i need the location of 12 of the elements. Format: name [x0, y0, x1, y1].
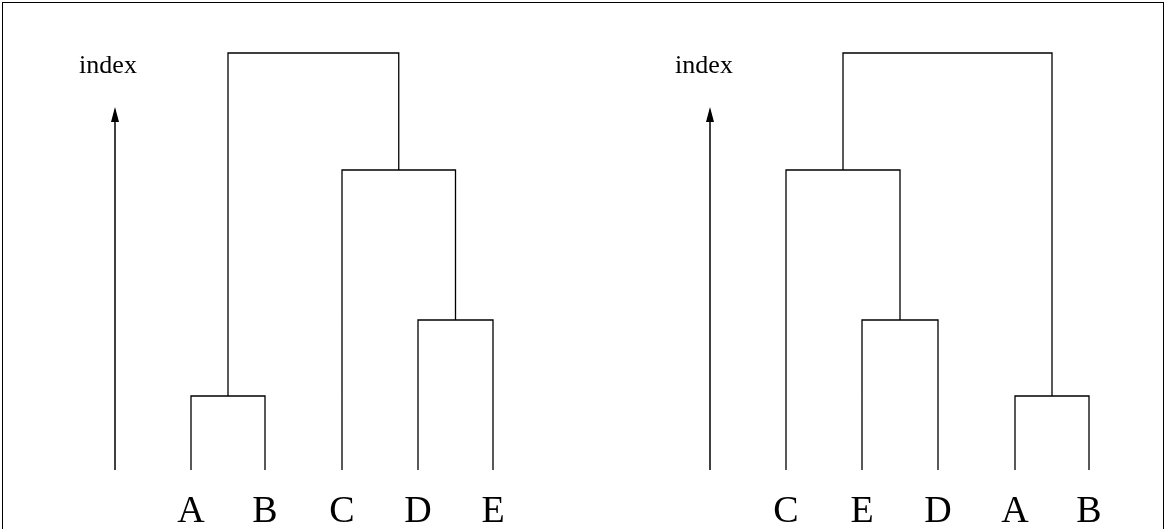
leaf-label: A — [1001, 490, 1029, 528]
leaf-label: B — [1076, 490, 1102, 528]
leaf-label: B — [252, 490, 278, 528]
leaf-label: D — [924, 490, 952, 528]
leaf-label: C — [329, 490, 355, 528]
leaf-label: E — [481, 490, 505, 528]
leaf-label: C — [773, 490, 799, 528]
axis-label: index — [675, 52, 733, 78]
axis-label: index — [79, 52, 137, 78]
leaf-label: A — [177, 490, 205, 528]
leaf-label: D — [404, 490, 432, 528]
leaf-label: E — [850, 490, 874, 528]
